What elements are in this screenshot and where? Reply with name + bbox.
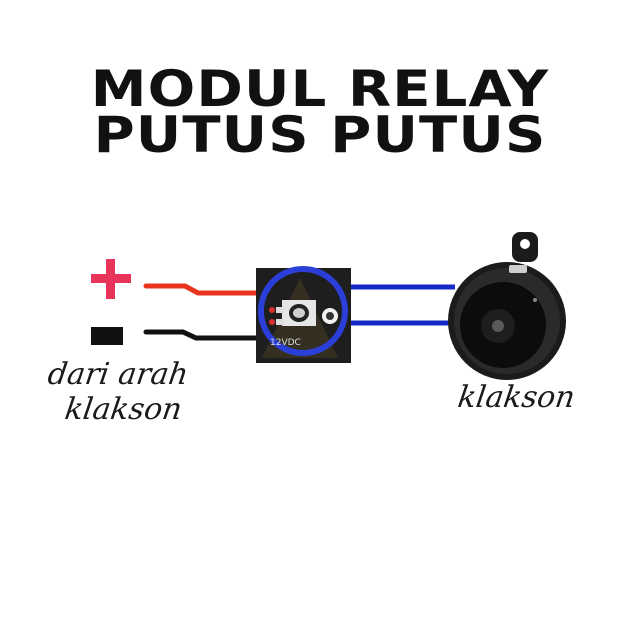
minus-icon	[91, 327, 123, 345]
module-voltage-label: 12VDC	[270, 338, 301, 348]
plus-icon	[91, 259, 131, 299]
title-line-1: MODUL RELAY	[90, 60, 550, 118]
title-line-2: PUTUS PUTUS	[93, 106, 547, 164]
red-wire	[143, 283, 265, 296]
source-label-line-1: dari arah	[45, 357, 191, 392]
horn-label: klakson	[455, 380, 578, 415]
source-label-line-2: klakson	[62, 392, 185, 427]
black-wire	[143, 329, 265, 341]
relay-module-icon: 12VDC	[256, 266, 351, 363]
horn-icon	[448, 232, 566, 380]
